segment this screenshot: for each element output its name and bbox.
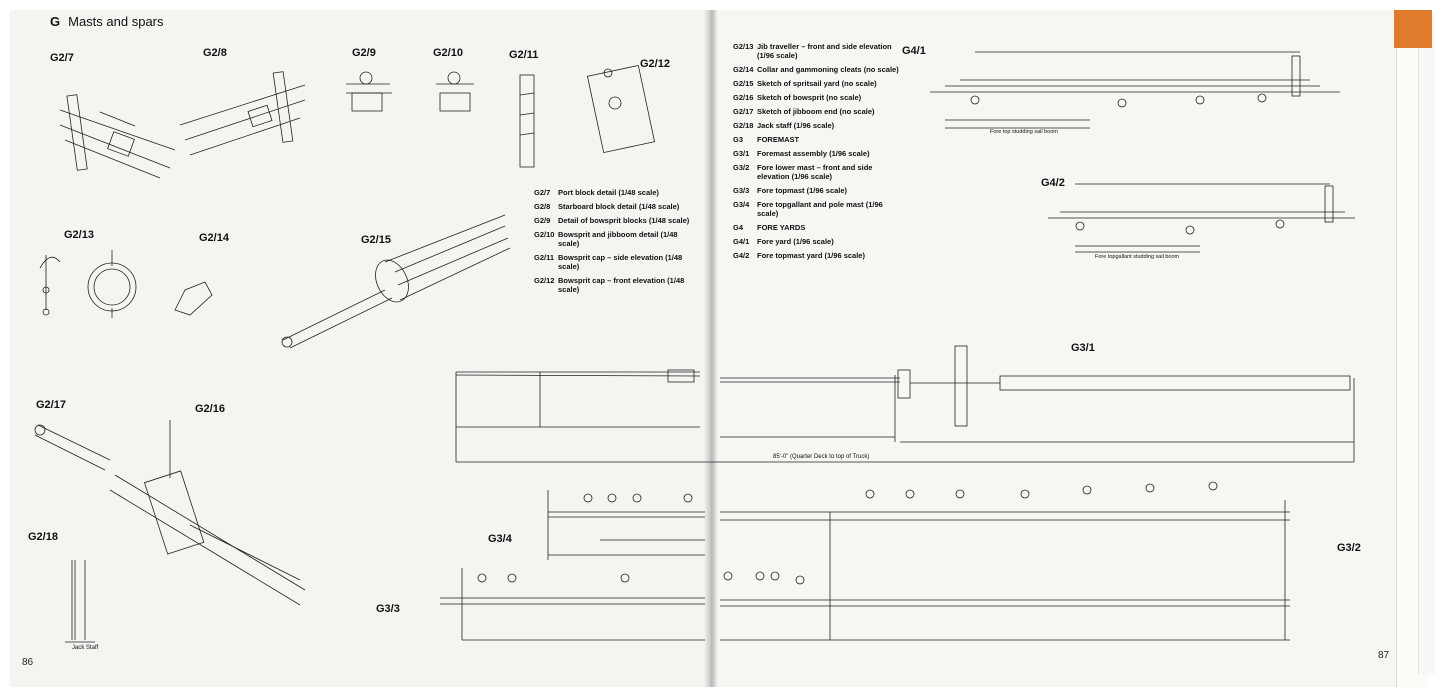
figure-label-g2-18: G2/18 — [28, 531, 58, 543]
g2-9-drawing — [346, 71, 392, 112]
g4-2-drawing — [1048, 183, 1355, 253]
figure-label-g4-2: G4/2 — [1041, 177, 1065, 189]
g2-17-drawing — [34, 424, 111, 471]
g2-18-jack-staff-note: Jack Staff — [72, 645, 99, 651]
figure-label-g3-1: G3/1 — [1071, 342, 1095, 354]
right-page — [712, 10, 1396, 687]
figure-label-g4-1: G4/1 — [902, 45, 926, 57]
g2-7-drawing — [59, 94, 176, 179]
figure-label-g2-11: G2/11 — [509, 49, 539, 61]
g2-11-drawing — [519, 74, 535, 168]
figure-label-g2-10: G2/10 — [433, 47, 463, 59]
g4-1-boom-note: Fore top studding sail boom — [990, 129, 1058, 135]
section-letter: G — [50, 14, 61, 29]
book-gutter — [704, 10, 718, 687]
g3-1-drawing — [455, 345, 1355, 463]
page-number-right: 87 — [1378, 650, 1390, 661]
orange-tab — [1394, 10, 1432, 48]
g2-13-drawing — [39, 255, 61, 316]
page-number-left: 86 — [22, 657, 34, 668]
figure-label-g3-3: G3/3 — [376, 603, 400, 615]
figure-label-g2-13: G2/13 — [64, 229, 94, 241]
g3-2-drawing — [720, 481, 1290, 641]
figure-label-g2-7: G2/7 — [50, 52, 74, 64]
g2-16-drawing — [109, 420, 306, 606]
figure-label-g2-12: G2/12 — [640, 58, 670, 70]
section-title: Masts and spars — [68, 14, 164, 29]
section-header: G Masts and spars — [50, 14, 164, 29]
figure-label-g2-14: G2/14 — [199, 232, 229, 244]
figure-label-g3-2: G3/2 — [1337, 542, 1361, 554]
g2-10-drawing — [436, 71, 474, 112]
g3-3-drawing — [440, 568, 705, 641]
figure-label-g2-8: G2/8 — [203, 47, 227, 59]
figure-label-g2-17: G2/17 — [36, 399, 66, 411]
figure-label-g3-4: G3/4 — [488, 533, 512, 545]
figure-label-g2-15: G2/15 — [361, 234, 391, 246]
figure-label-g2-9: G2/9 — [352, 47, 376, 59]
g4-2-boom-note: Fore topgallant studding sail boom — [1095, 254, 1180, 260]
g2-18-drawing — [65, 560, 95, 643]
g2-8-drawing — [179, 71, 306, 156]
g2-15-drawing — [281, 214, 511, 349]
g3-1-overall-dimension: 85'-0" (Quarter Deck to top of Truck) — [773, 454, 870, 460]
g4-1-drawing — [930, 51, 1340, 129]
g2-12-drawing — [586, 64, 656, 154]
page-stack-back — [1418, 14, 1435, 674]
g2-14-drawing — [87, 250, 213, 318]
g3-4-drawing — [547, 490, 705, 560]
figure-label-g2-16: G2/16 — [195, 403, 225, 415]
